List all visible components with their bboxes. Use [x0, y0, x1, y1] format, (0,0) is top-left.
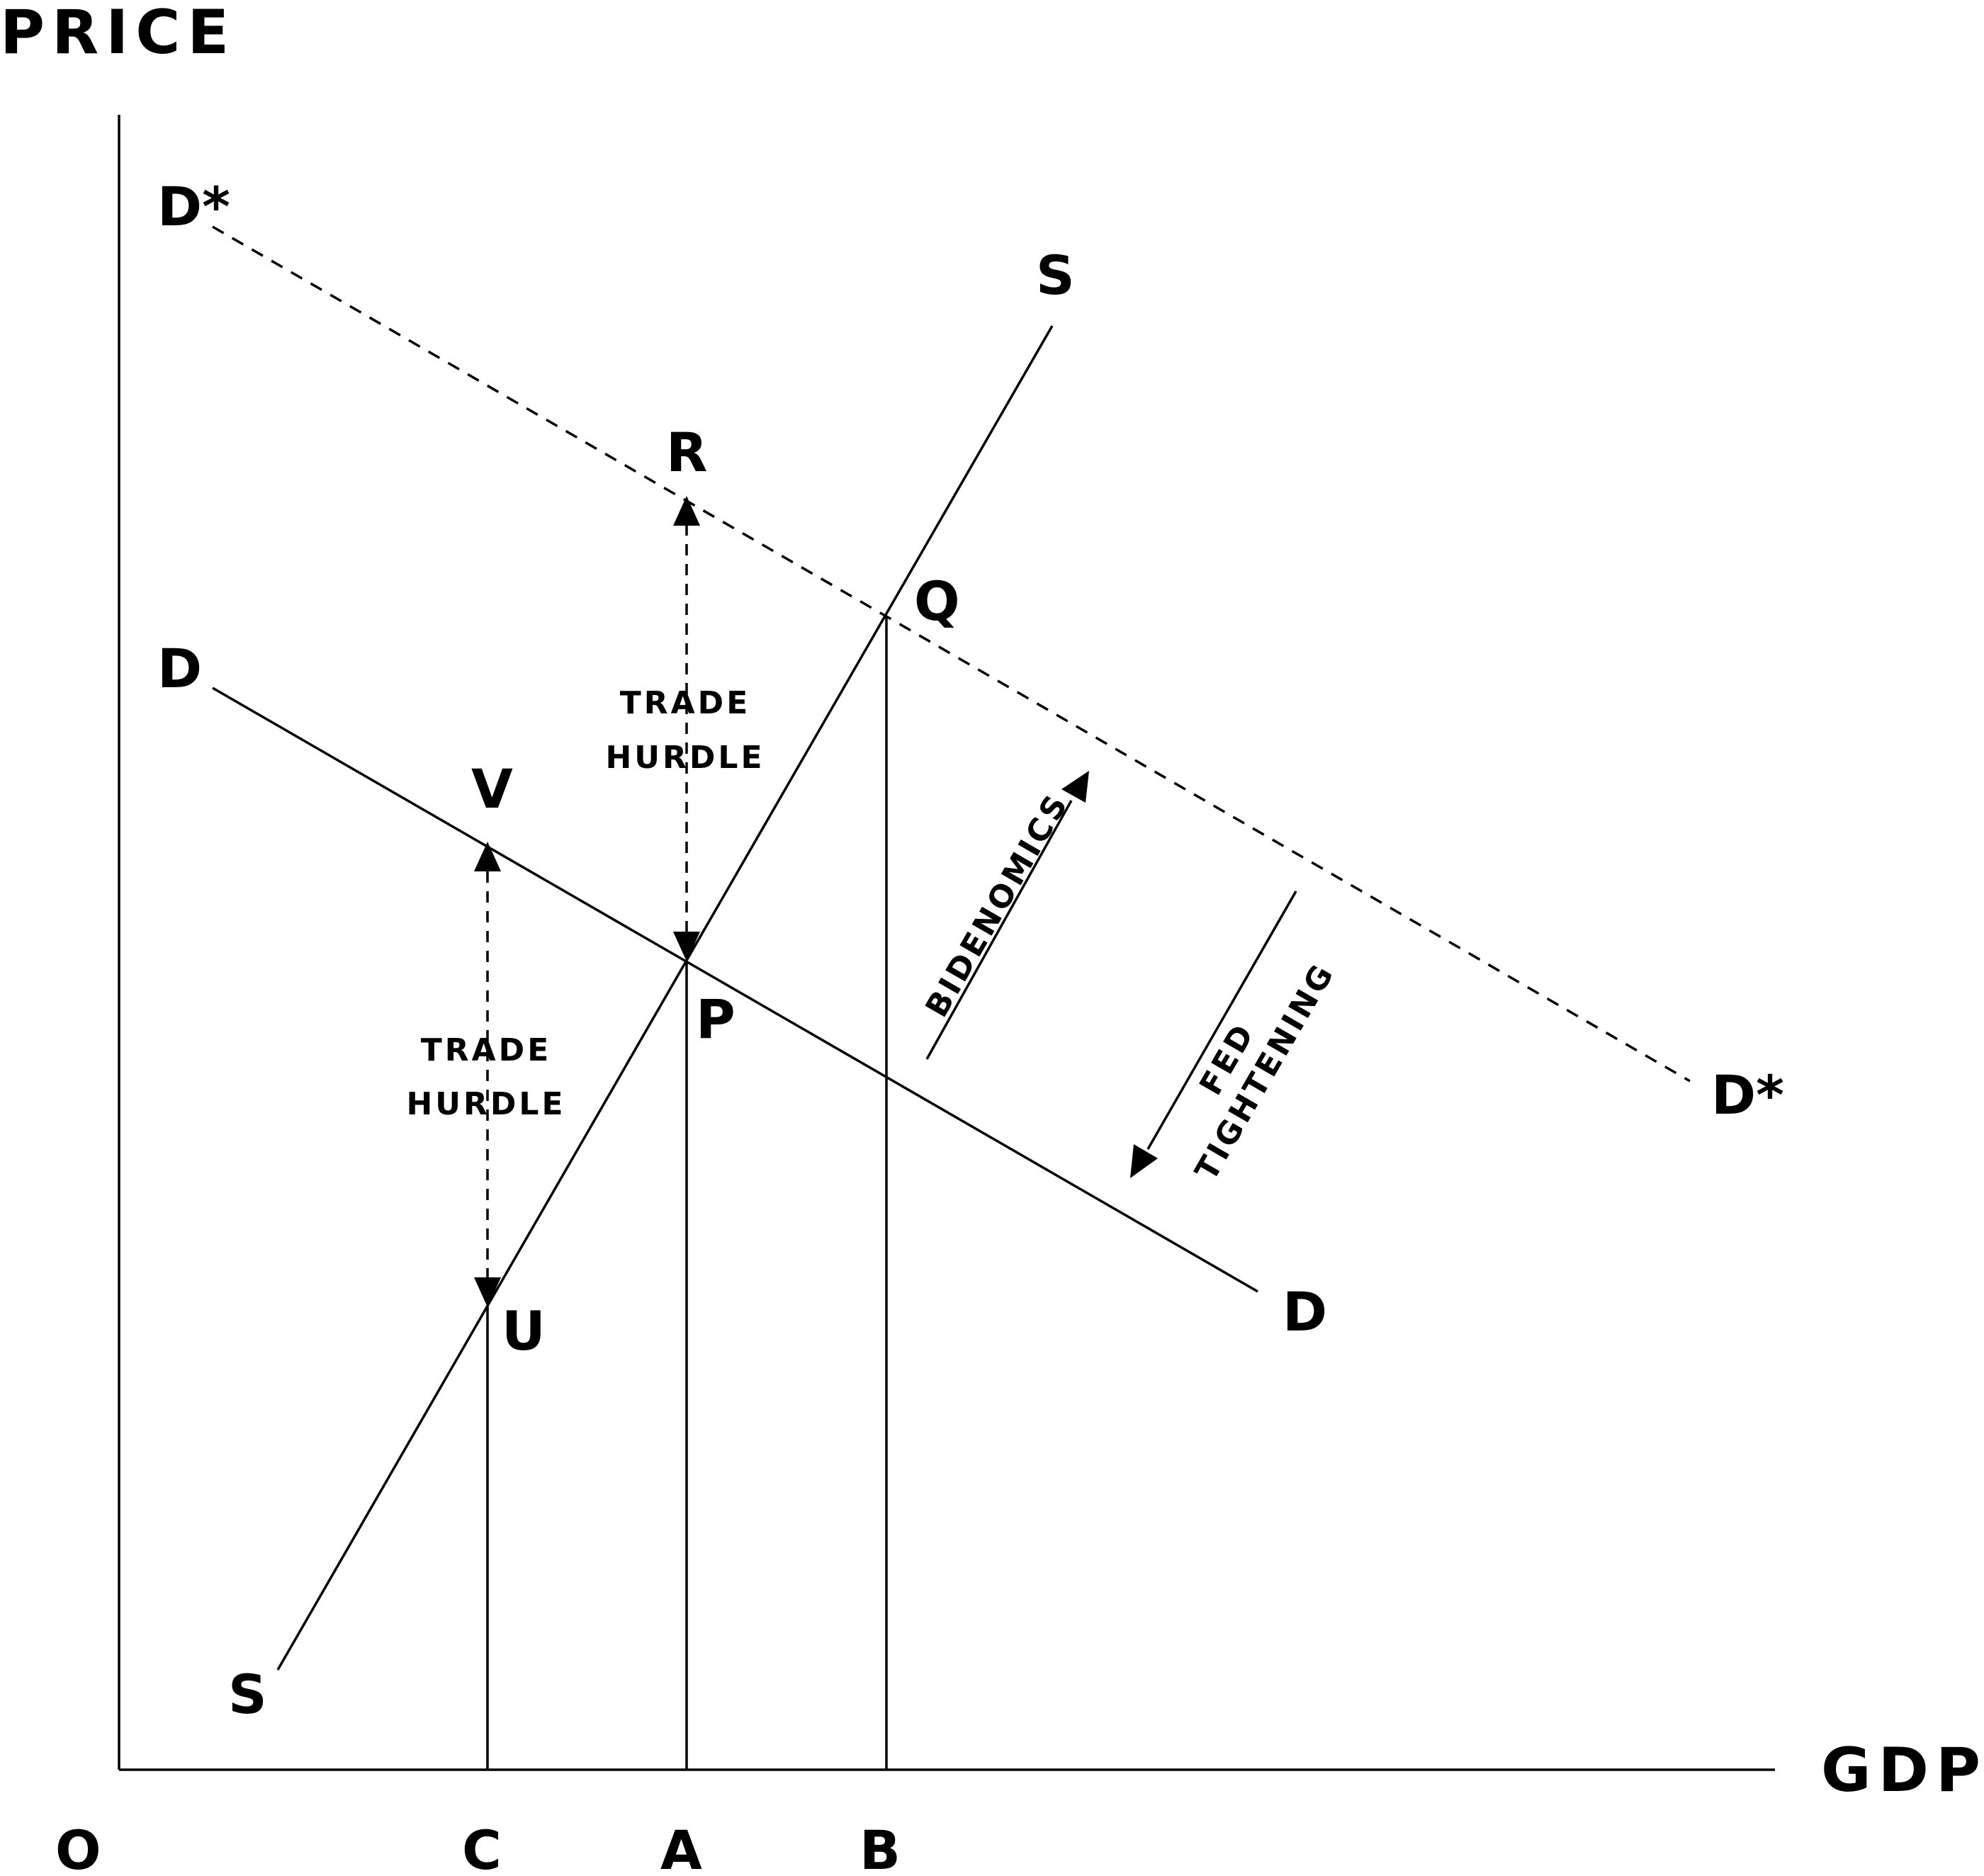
point-v-label: V [471, 757, 513, 820]
demand-label-top: D [157, 637, 202, 700]
x-tick-b: B [859, 1819, 901, 1876]
lower-trade-hurdle-line1: TRADE [421, 1032, 552, 1068]
supply-label-bottom: S [228, 1663, 267, 1726]
fed-tightening-arrow [1146, 891, 1297, 1150]
fed-tightening-arrowhead [1130, 1144, 1158, 1178]
supply-curve [276, 325, 1054, 1671]
point-q-label: Q [914, 570, 960, 633]
point-r-label: R [666, 421, 708, 484]
arrowhead-up-r [673, 496, 700, 526]
lower-trade-hurdle-line2: HURDLE [406, 1086, 565, 1122]
shifted-demand-curve [212, 225, 1691, 1083]
arrowhead-down-u [474, 1277, 501, 1307]
shifted-demand-label-bottom: D* [1711, 1063, 1784, 1126]
demand-label-bottom: D [1283, 1280, 1327, 1343]
arrowhead-up-v [474, 842, 501, 871]
arrowhead-down-p [673, 932, 700, 961]
point-p-label: P [696, 988, 735, 1051]
bidenomics-arrow [925, 800, 1073, 1060]
point-u-label: U [502, 1299, 546, 1362]
supply-label-top: S [1036, 244, 1075, 307]
upper-trade-hurdle-line1: TRADE [620, 685, 751, 721]
shifted-demand-label-top: D* [157, 175, 230, 238]
origin-label: O [55, 1819, 101, 1876]
x-tick-c: C [462, 1819, 502, 1876]
bidenomics-arrowhead [1061, 771, 1089, 803]
bidenomics-label: BIDENOMICS [918, 787, 1076, 1024]
x-axis-label: GDP [1821, 1735, 1984, 1806]
x-tick-a: A [660, 1819, 702, 1876]
upper-trade-hurdle-line2: HURDLE [605, 740, 765, 776]
y-axis-label: PRICE [0, 0, 236, 68]
demand-curve [212, 686, 1258, 1293]
